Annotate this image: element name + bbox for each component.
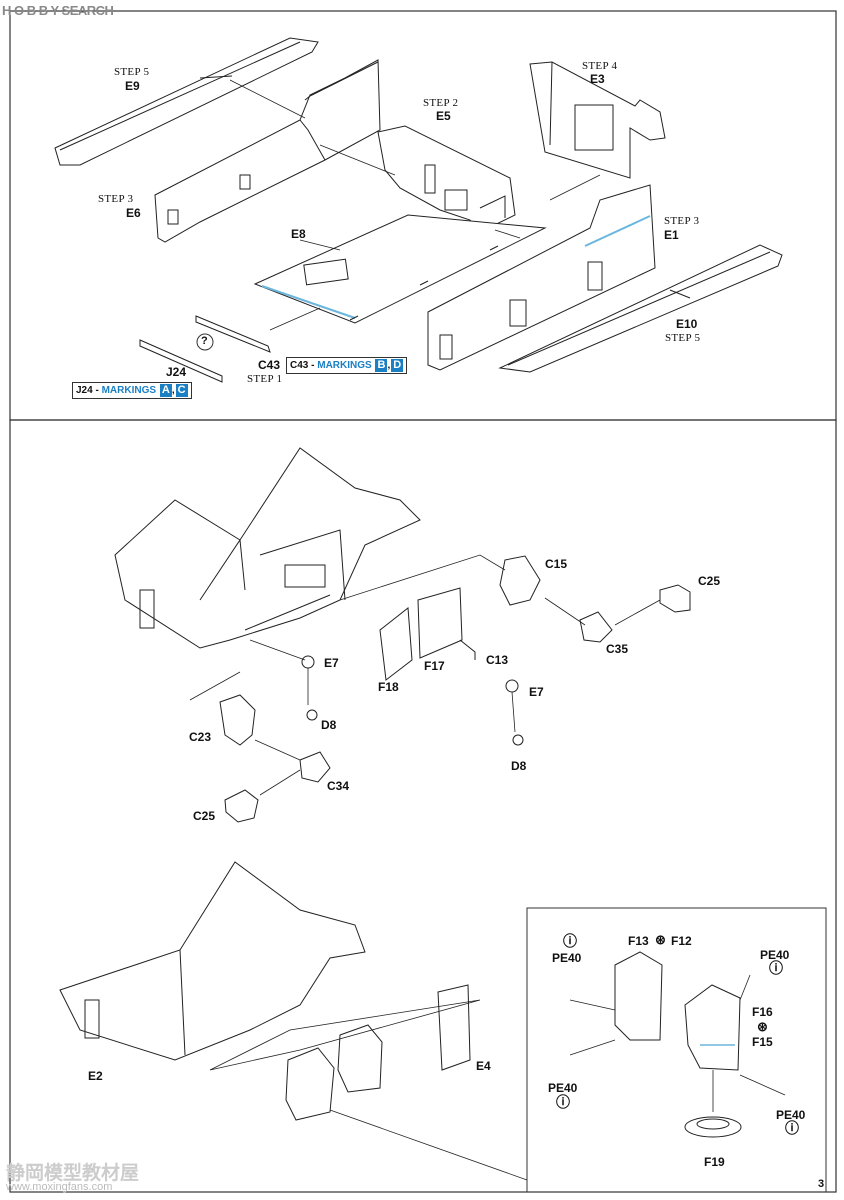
part-f19-drawing [684, 1116, 742, 1138]
step-label-e1: STEP 3 [664, 215, 700, 227]
part-label-pe40-b: PE40 [760, 948, 790, 962]
part-label-c34: C34 [327, 779, 350, 793]
part-label-e4: E4 [476, 1059, 491, 1073]
part-label-f15: F15 [752, 1035, 773, 1049]
panel-frame-bottom [9, 419, 837, 1193]
part-e7-drawing-a [301, 655, 315, 669]
inset-frame [526, 907, 827, 1192]
hull-rear-bottom-drawing [59, 861, 366, 1061]
question-mark: ? [201, 335, 208, 347]
part-label-f18: F18 [378, 680, 399, 694]
part-label-c35: C35 [606, 642, 629, 656]
hull-rear-top-drawing [114, 447, 421, 649]
part-c43-drawing [195, 315, 271, 353]
part-label-e10: E10 [676, 317, 698, 331]
part-label-pe40-d: PE40 [776, 1108, 806, 1122]
part-c25-drawing-a [659, 584, 691, 613]
step-label-e9: STEP 5 [114, 66, 150, 78]
part-label-f13: F13 [628, 934, 649, 948]
page-number: 3 [818, 1178, 825, 1190]
part-label-e1: E1 [664, 228, 679, 242]
part-f13-drawing [614, 951, 663, 1041]
gluing-symbol-f13: ⊛ [655, 932, 666, 947]
part-f15-drawing [684, 984, 741, 1071]
arrow-icon-pe40-d: ⓘ [785, 1120, 799, 1136]
part-label-f12: F12 [671, 934, 692, 948]
part-label-f17: F17 [424, 659, 445, 673]
part-label-e7-a: E7 [324, 656, 339, 670]
watermark-top: H O B B Y SEARCH [2, 3, 114, 18]
part-label-j24: J24 [166, 365, 187, 379]
markings-box-j24: J24 - MARKINGS A,C [72, 382, 192, 399]
stowage-box-drawing-a [285, 1047, 335, 1121]
step-label-e10: STEP 5 [665, 332, 701, 344]
part-c15-drawing [499, 555, 541, 606]
part-e4-drawing [437, 984, 471, 1071]
part-label-c25-a: C25 [698, 574, 721, 588]
part-label-e2: E2 [88, 1069, 103, 1083]
part-label-e7-b: E7 [529, 685, 544, 699]
part-f18-drawing [379, 607, 413, 681]
part-e9-drawing [54, 37, 319, 166]
watermark-bottom: 静岡模型教材屋 [6, 1162, 140, 1184]
part-e8-drawing [253, 214, 547, 324]
part-label-c15: C15 [545, 557, 568, 571]
part-label-c13: C13 [486, 653, 509, 667]
part-f17-drawing [417, 587, 463, 659]
gluing-symbol-f16: ⊛ [757, 1019, 768, 1034]
markings-box-c43: C43 - MARKINGS B,D [286, 357, 408, 374]
arrow-icon-pe40-a: ⓘ [563, 933, 577, 949]
part-e6-drawing [154, 59, 381, 243]
part-label-f19: F19 [704, 1155, 725, 1169]
part-label-e8: E8 [291, 227, 306, 241]
part-label-c43: C43 [258, 358, 281, 372]
step-label-e3: STEP 4 [582, 60, 618, 72]
part-label-e9: E9 [125, 79, 140, 93]
part-label-d8-a: D8 [321, 718, 337, 732]
arrow-icon-pe40-b: ⓘ [769, 960, 783, 976]
step-label-e5: STEP 2 [423, 97, 459, 109]
part-c35-drawing [579, 611, 613, 643]
part-label-e6: E6 [126, 206, 141, 220]
part-d8-drawing-b [512, 734, 524, 746]
part-label-c25-b: C25 [193, 809, 216, 823]
part-label-e5: E5 [436, 109, 451, 123]
part-label-c23: C23 [189, 730, 212, 744]
step-label-e6: STEP 3 [98, 193, 134, 205]
arrow-icon-pe40-c: ⓘ [556, 1094, 570, 1110]
part-label-e3: E3 [590, 72, 605, 86]
part-label-pe40-a: PE40 [552, 951, 582, 965]
part-label-d8-b: D8 [511, 759, 527, 773]
part-e1-drawing [427, 184, 656, 371]
step-label-c43: STEP 1 [247, 373, 283, 385]
part-c13-drawing [459, 639, 476, 660]
part-e5-drawing [377, 125, 516, 233]
part-j24-drawing [139, 339, 223, 383]
part-c23-drawing [219, 694, 256, 746]
part-e7-drawing-b [505, 679, 519, 693]
watermark-url: www.moxingfans.com [6, 1181, 113, 1193]
part-c34-drawing [299, 751, 331, 783]
part-c25-drawing-b [224, 789, 259, 823]
stowage-box-drawing-b [337, 1024, 383, 1093]
part-label-f16: F16 [752, 1005, 773, 1019]
part-e3-drawing [529, 61, 666, 179]
part-d8-drawing-a [306, 709, 318, 721]
part-label-pe40-c: PE40 [548, 1081, 578, 1095]
